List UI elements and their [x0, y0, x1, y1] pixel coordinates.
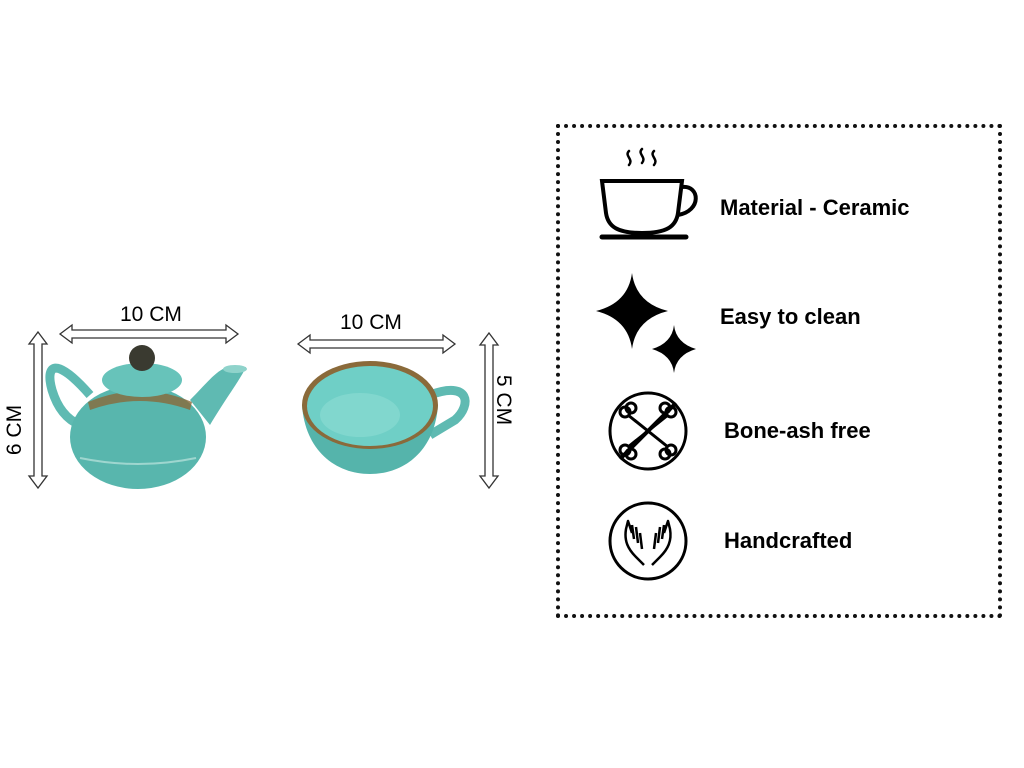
features-panel — [556, 124, 1002, 618]
coffee-cup-icon — [599, 147, 698, 240]
cup-width-arrow — [296, 333, 457, 355]
feature-label-bone-ash: Bone-ash free — [724, 418, 871, 443]
feature-label-handcrafted: Handcrafted — [724, 528, 853, 553]
no-bone-icon — [608, 391, 688, 471]
teapot-height-arrow — [27, 330, 49, 490]
cup-width-label: 10 CM — [340, 311, 402, 334]
sparkle-icon — [596, 273, 696, 373]
cup-height-arrow — [478, 331, 500, 490]
feature-label-material: Material - Ceramic — [720, 195, 910, 220]
feature-label-clean: Easy to clean — [720, 304, 861, 329]
hands-icon — [608, 501, 688, 581]
teapot-width-label: 10 CM — [120, 303, 182, 326]
